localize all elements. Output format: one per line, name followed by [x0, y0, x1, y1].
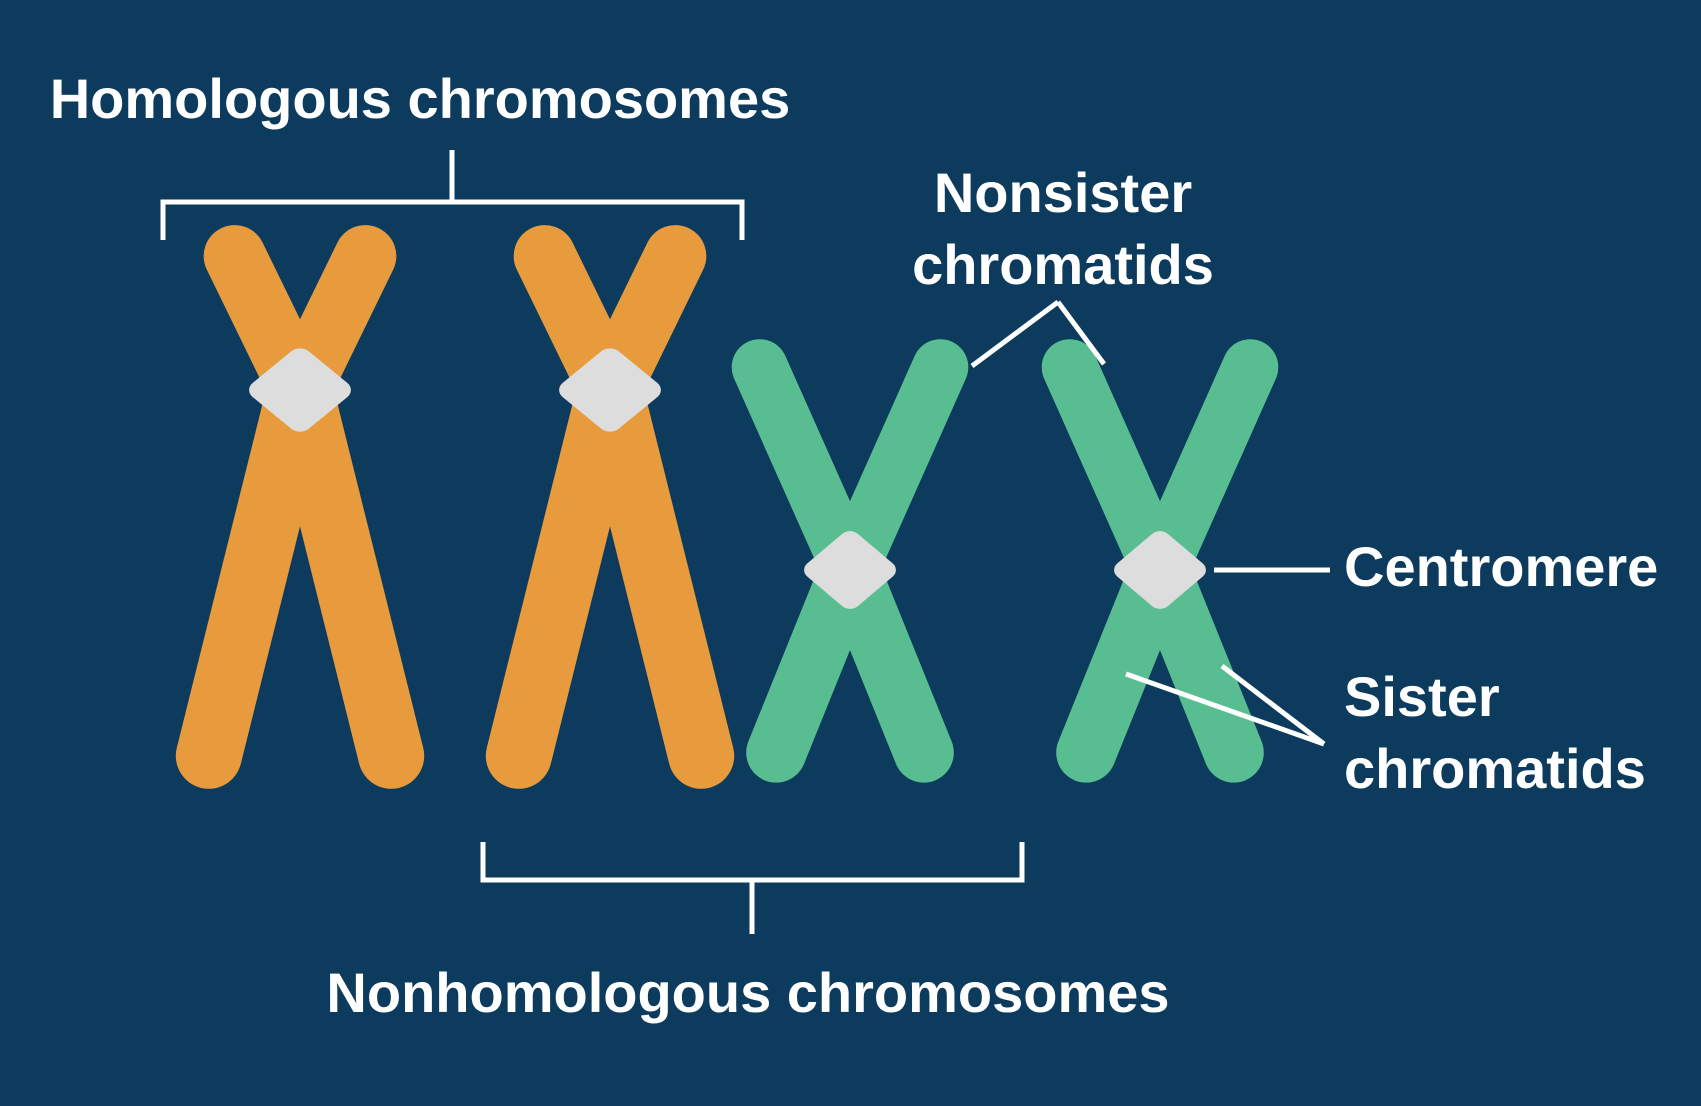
sister-chromatids-label-line2: chromatids: [1344, 737, 1646, 800]
chromosome-green-1: [731, 339, 969, 783]
green-1-centromere: [804, 531, 896, 609]
sister-pointer-right: [1220, 664, 1326, 746]
homologous-chromosomes-label: Homologous chromosomes: [50, 67, 791, 130]
green-2-centromere: [1114, 531, 1206, 609]
orange-2-centromere: [559, 348, 661, 432]
nonhomologous-chromosomes-label: Nonhomologous chromosomes: [326, 961, 1169, 1024]
orange-1-bottom-right-chromatid-arm: [267, 359, 425, 789]
chromosome-orange-2: [485, 225, 735, 789]
nonsister-chromatids-label-line1: Nonsister: [934, 161, 1192, 224]
orange-1-centromere: [249, 348, 351, 432]
centromere-label: Centromere: [1344, 535, 1658, 598]
sister-pointer-left: [1125, 671, 1325, 747]
sister-chromatids-label-line1: Sister: [1344, 665, 1500, 728]
nonsister-pointer-left: [970, 299, 1060, 369]
chromosome-green-2: [1041, 339, 1279, 783]
orange-2-bottom-right-chromatid-arm: [577, 359, 735, 789]
chromosome-orange-1: [175, 225, 425, 789]
nonsister-pointer-right: [1055, 300, 1107, 366]
nonsister-chromatids-label-line2: chromatids: [912, 233, 1214, 296]
